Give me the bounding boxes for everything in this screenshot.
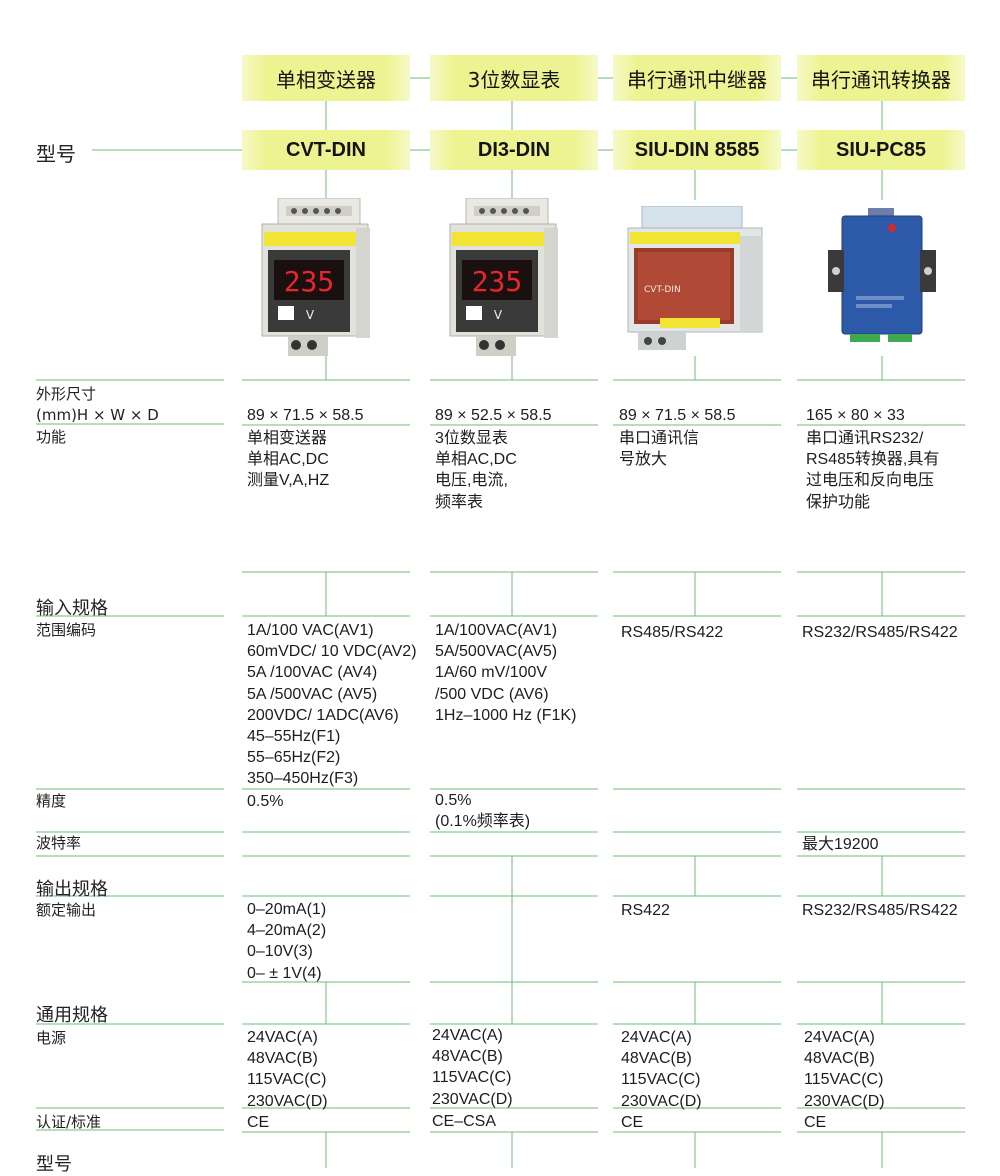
baud-rate-cell: 最大19200 — [802, 836, 879, 853]
function-cell: 串口通讯RS232/RS485转换器,具有过电压和反向电压保护功能 — [806, 430, 940, 511]
input-spec-section: 输入规格 — [36, 598, 108, 619]
rated-output-cell: RS232/RS485/RS422 — [802, 902, 958, 919]
display-digits: 235 — [472, 265, 523, 298]
dimensions-cell: 165 × 80 × 33 — [806, 407, 905, 424]
cvt-din-device-image: 235 V — [261, 198, 370, 356]
category-header-converter: 串行通讯转换器 — [797, 55, 965, 101]
di3-din-device-image: 235 V — [449, 198, 558, 356]
power-cell: 24VAC(A)48VAC(B)115VAC(C)230VAC(D) — [247, 1029, 328, 1110]
accuracy-label: 精度 — [36, 792, 67, 810]
rated-output-cell: RS422 — [621, 902, 670, 919]
range-code-label: 范围编码 — [36, 621, 97, 639]
certification-cell: CE–CSA — [432, 1113, 497, 1130]
model-label: 型号 — [36, 142, 76, 166]
category-header-repeater: 串行通讯中继器 — [613, 55, 781, 101]
device-panel-text: CVT-DIN — [644, 285, 681, 295]
output-spec-section: 输出规格 — [36, 879, 108, 900]
range-code-cell: RS485/RS422 — [621, 624, 724, 641]
dimensions-cell: 89 × 52.5 × 58.5 — [435, 407, 552, 424]
power-cell: 24VAC(A)48VAC(B)115VAC(C)230VAC(D) — [621, 1029, 702, 1110]
range-code-cell: 1A/100VAC(AV1)5A/500VAC(AV5)1A/60 mV/100… — [435, 622, 577, 724]
function-cell: 串口通讯信号放大 — [619, 430, 700, 469]
model-cvt-din: CVT-DIN — [242, 130, 410, 170]
function-label: 功能 — [36, 428, 67, 446]
category-header-transmitter: 单相变送器 — [242, 55, 410, 101]
model-siu-din-8585: SIU-DIN 8585 — [613, 130, 781, 170]
bottom-model-label: 型号 — [36, 1154, 72, 1175]
rated-output-label: 额定输出 — [36, 901, 97, 919]
power-cell: 24VAC(A)48VAC(B)115VAC(C)230VAC(D) — [432, 1027, 513, 1108]
model-di3-din: DI3-DIN — [430, 130, 598, 170]
dimensions-cell: 89 × 71.5 × 58.5 — [247, 407, 364, 424]
certification-cell: CE — [247, 1114, 270, 1131]
rated-output-cell: 0–20mA(1)4–20mA(2)0–10V(3)0– ± 1V(4) — [247, 901, 327, 982]
certification-cell: CE — [804, 1114, 827, 1131]
accuracy-cell: 0.5% — [247, 793, 284, 810]
power-label: 电源 — [36, 1029, 67, 1047]
range-code-cell: 1A/100 VAC(AV1)60mVDC/ 10 VDC(AV2)5A /10… — [247, 622, 417, 788]
svg-text:V: V — [494, 308, 503, 322]
power-cell: 24VAC(A)48VAC(B)115VAC(C)230VAC(D) — [804, 1029, 885, 1110]
siu-din-8585-device-image: CVT-DIN — [627, 206, 763, 350]
certification-label: 认证/标准 — [36, 1113, 102, 1131]
accuracy-cell: 0.5%(0.1%频率表) — [435, 792, 531, 831]
category-header-display-meter: 3位数显表 — [430, 55, 598, 101]
baud-rate-label: 波特率 — [36, 834, 82, 852]
certification-cell: CE — [621, 1114, 644, 1131]
dimensions-label: 外形尺寸(mm)H × W × D — [36, 385, 159, 424]
range-code-cell: RS232/RS485/RS422 — [802, 624, 958, 641]
dimensions-cell: 89 × 71.5 × 58.5 — [619, 407, 736, 424]
general-spec-section: 通用规格 — [36, 1005, 108, 1026]
model-siu-pc85: SIU-PC85 — [797, 130, 965, 170]
siu-pc85-device-image — [828, 208, 936, 342]
display-digits: 235 — [284, 265, 335, 298]
svg-text:V: V — [306, 308, 315, 322]
